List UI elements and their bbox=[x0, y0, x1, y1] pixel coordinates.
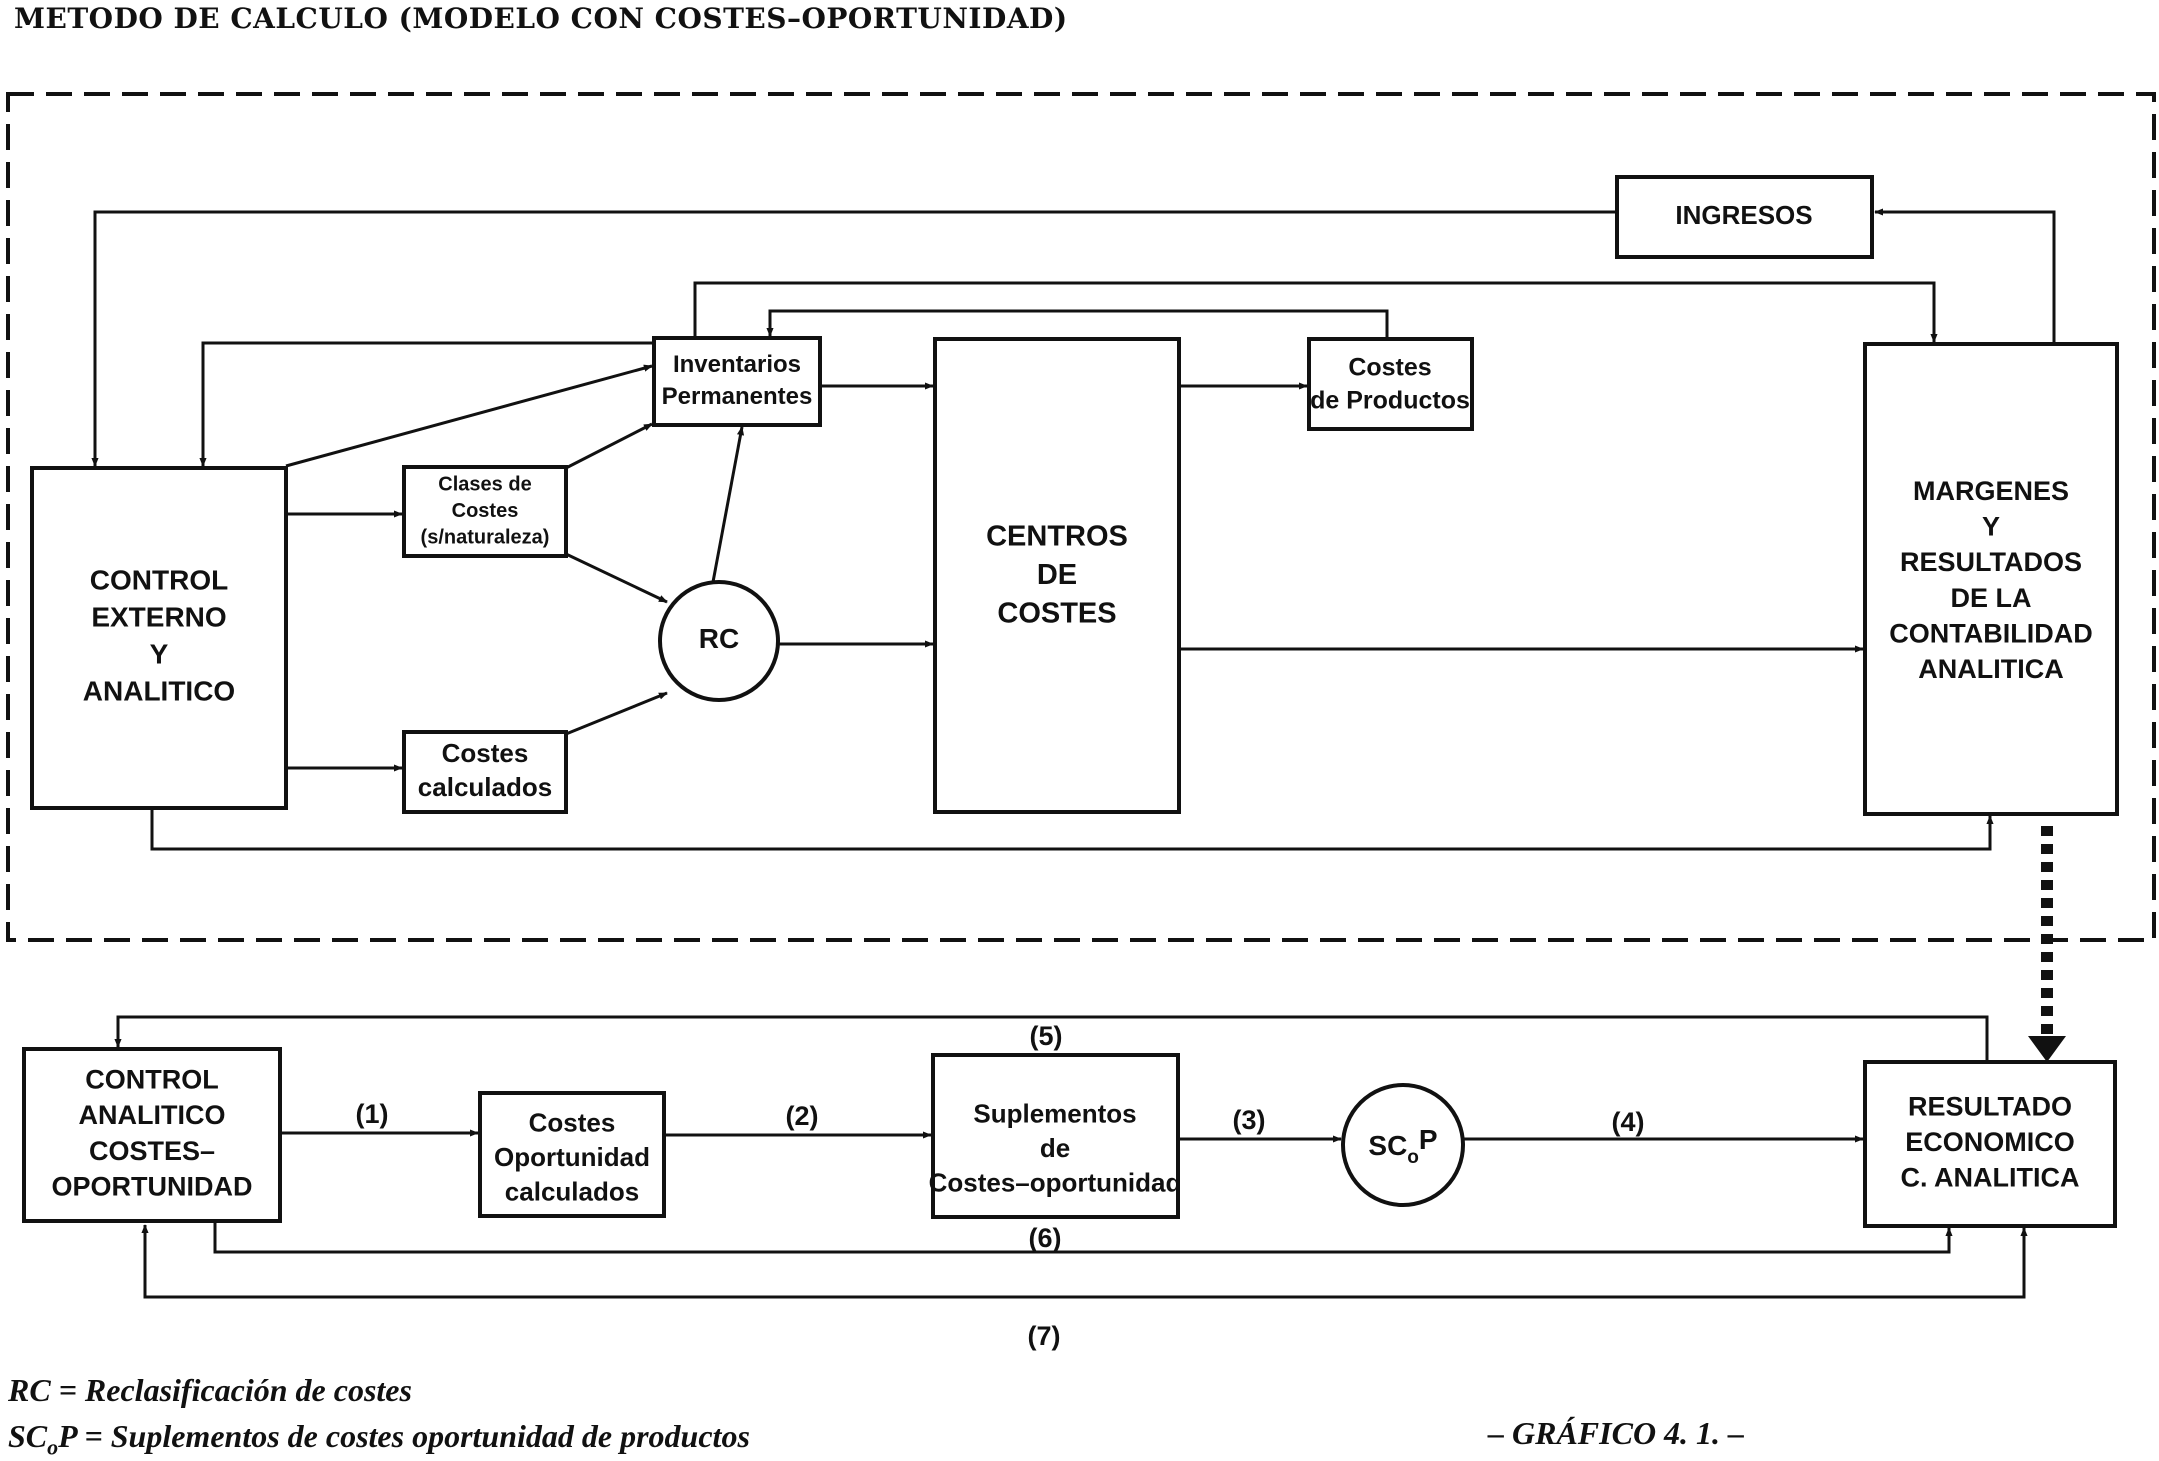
diagram-title: METODO DE CALCULO (MODELO CON COSTES–OPO… bbox=[14, 2, 1068, 35]
box-margenes-text-line-1: MARGENES bbox=[1913, 476, 2069, 506]
box-clases-costes-text-line-2: Costes bbox=[452, 500, 519, 522]
box-costes-calculados-text-line-2: calculados bbox=[418, 772, 552, 802]
figure-caption: – GRÁFICO 4. 1. – bbox=[1488, 1415, 1745, 1451]
arrow-6-control-analitico-to-resultado bbox=[213, 1221, 1953, 1254]
edge-label-4: (4) bbox=[1612, 1107, 1645, 1137]
box-margenes-text-line-6: ANALITICA bbox=[1918, 654, 2063, 684]
legend-scop: SCoP = Suplementos de costes oportunidad… bbox=[8, 1418, 750, 1460]
legend-rc-text: = Reclasificación de costes bbox=[58, 1372, 412, 1408]
box-costes-calculados-text-line-1: Costes bbox=[442, 738, 529, 768]
box-suplementos-text-line-2: de bbox=[1040, 1133, 1070, 1163]
node-scop: SCoP bbox=[1341, 1083, 1465, 1207]
arrow-inventarios-to-margenes bbox=[693, 281, 1938, 343]
box-control-analitico: CONTROL ANALITICO COSTES– OPORTUNIDAD bbox=[22, 1047, 282, 1223]
arrow-clases-to-inventarios bbox=[565, 422, 653, 470]
legend-rc: RC = Reclasificación de costes bbox=[8, 1372, 412, 1409]
box-control-externo-text-line-1: CONTROL bbox=[90, 565, 228, 596]
box-costes-productos-text: Costes de Productos bbox=[1310, 353, 1470, 414]
node-rc-text-line-1: RC bbox=[699, 623, 739, 654]
box-control-analitico-text-line-4: OPORTUNIDAD bbox=[52, 1172, 253, 1202]
box-inventarios-text-line-1: Inventarios bbox=[673, 352, 801, 379]
node-scop-text: SCoP bbox=[1368, 1124, 1437, 1168]
box-margenes-text-line-4: DE LA bbox=[1951, 583, 2032, 613]
arrow-control-externo-to-margenes bbox=[150, 808, 1994, 851]
upper-region-frame bbox=[6, 92, 2156, 942]
box-costes-productos-text-line-1: Costes bbox=[1348, 353, 1431, 381]
edge-label-6: (6) bbox=[1029, 1223, 1062, 1253]
arrow-5-resultado-to-control-analitico bbox=[114, 1015, 1989, 1062]
box-suplementos-text-line-1: Suplementos bbox=[973, 1099, 1136, 1129]
box-resultado-text-line-3: C. ANALITICA bbox=[1901, 1163, 2080, 1193]
box-centros-costes-text-line-2: DE bbox=[1037, 559, 1077, 591]
arrow-costes-productos-to-inventarios bbox=[766, 309, 1389, 339]
box-control-externo-text-line-2: EXTERNO bbox=[91, 602, 226, 633]
legend-scop-text: = Suplementos de costes oportunidad de p… bbox=[84, 1418, 750, 1454]
box-margenes-text-line-2: Y bbox=[1982, 512, 2000, 542]
edge-label-7: (7) bbox=[1028, 1321, 1061, 1351]
box-costes-calculados: Costes calculados bbox=[402, 730, 568, 814]
arrow-7-bidirectional-control-analitico-resultado bbox=[141, 1224, 2028, 1299]
box-ingresos-text-line-1: INGRESOS bbox=[1675, 200, 1812, 230]
box-centros-costes: CENTROS DE COSTES bbox=[933, 337, 1181, 814]
box-control-externo-text: CONTROL EXTERNO Y ANALITICO bbox=[83, 565, 235, 707]
edge-label-5: (5) bbox=[1030, 1021, 1063, 1051]
box-costes-calculados-text: Costes calculados bbox=[418, 738, 552, 802]
node-rc: RC bbox=[658, 580, 780, 702]
box-resultado-text: RESULTADO ECONOMICO C. ANALITICA bbox=[1901, 1091, 2080, 1192]
box-centros-costes-text-line-1: CENTROS bbox=[986, 520, 1128, 552]
box-costes-productos-text-line-2: de Productos bbox=[1310, 386, 1470, 414]
box-costes-oportunidad-text-line-2: Oportunidad bbox=[494, 1142, 650, 1172]
box-costes-oportunidad-text-line-1: Costes bbox=[529, 1108, 616, 1138]
box-control-analitico-text: CONTROL ANALITICO COSTES– OPORTUNIDAD bbox=[52, 1065, 253, 1202]
box-clases-costes-text: Clases de Costes (s/naturaleza) bbox=[421, 474, 550, 549]
box-centros-costes-text-line-3: COSTES bbox=[997, 597, 1116, 629]
arrow-costes-calculados-to-rc bbox=[565, 691, 668, 736]
box-inventarios-text-line-2: Permanentes bbox=[662, 383, 813, 410]
box-suplementos-text-line-3: Costes–oportunidad bbox=[929, 1167, 1182, 1197]
box-resultado-text-line-1: RESULTADO bbox=[1908, 1091, 2072, 1121]
box-clases-costes-text-line-3: (s/naturaleza) bbox=[421, 527, 550, 549]
arrow-control-externo-to-inventarios bbox=[285, 364, 653, 468]
box-margenes: MARGENES Y RESULTADOS DE LA CONTABILIDAD ANAL… bbox=[1863, 342, 2119, 816]
box-ingresos-text: INGRESOS bbox=[1675, 200, 1812, 230]
box-margenes-text-line-3: RESULTADOS bbox=[1900, 547, 2082, 577]
box-margenes-text-line-5: CONTABILIDAD bbox=[1889, 619, 2092, 649]
edge-label-3: (3) bbox=[1233, 1105, 1266, 1135]
arrow-margenes-to-ingresos bbox=[1874, 208, 2056, 344]
box-centros-costes-text: CENTROS DE COSTES bbox=[986, 520, 1128, 629]
legend-rc-key: RC bbox=[8, 1372, 51, 1408]
box-resultado: RESULTADO ECONOMICO C. ANALITICA bbox=[1863, 1060, 2117, 1228]
arrow-ingresos-to-control-externo bbox=[91, 210, 1617, 467]
box-resultado-text-line-2: ECONOMICO bbox=[1905, 1127, 2075, 1157]
link-margenes-to-resultado-arrowhead bbox=[2028, 1036, 2066, 1062]
box-costes-oportunidad-text-line-3: calculados bbox=[505, 1176, 639, 1206]
box-control-analitico-text-line-3: COSTES– bbox=[89, 1136, 215, 1166]
arrow-inventarios-to-control-externo bbox=[199, 341, 654, 467]
edge-label-1: (1) bbox=[356, 1099, 389, 1129]
box-clases-costes: Clases de Costes (s/naturaleza) bbox=[402, 465, 568, 558]
box-control-externo-text-line-3: Y bbox=[150, 639, 169, 670]
box-control-externo-text-line-4: ANALITICO bbox=[83, 676, 235, 707]
box-margenes-text: MARGENES Y RESULTADOS DE LA CONTABILIDAD ANAL… bbox=[1889, 476, 2092, 684]
box-control-externo: CONTROL EXTERNO Y ANALITICO bbox=[30, 466, 288, 810]
box-clases-costes-text-line-1: Clases de bbox=[438, 474, 531, 496]
arrow-rc-to-inventarios bbox=[711, 426, 745, 583]
box-costes-productos: Costes de Productos bbox=[1307, 337, 1474, 431]
edge-label-2: (2) bbox=[786, 1101, 819, 1131]
box-control-analitico-text-line-2: ANALITICO bbox=[79, 1100, 226, 1130]
box-control-analitico-text-line-1: CONTROL bbox=[85, 1065, 218, 1095]
node-rc-text: RC bbox=[699, 623, 739, 654]
legend-scop-key: SCoP bbox=[8, 1418, 77, 1460]
box-ingresos: INGRESOS bbox=[1615, 175, 1874, 259]
arrow-clases-to-rc bbox=[565, 552, 668, 604]
